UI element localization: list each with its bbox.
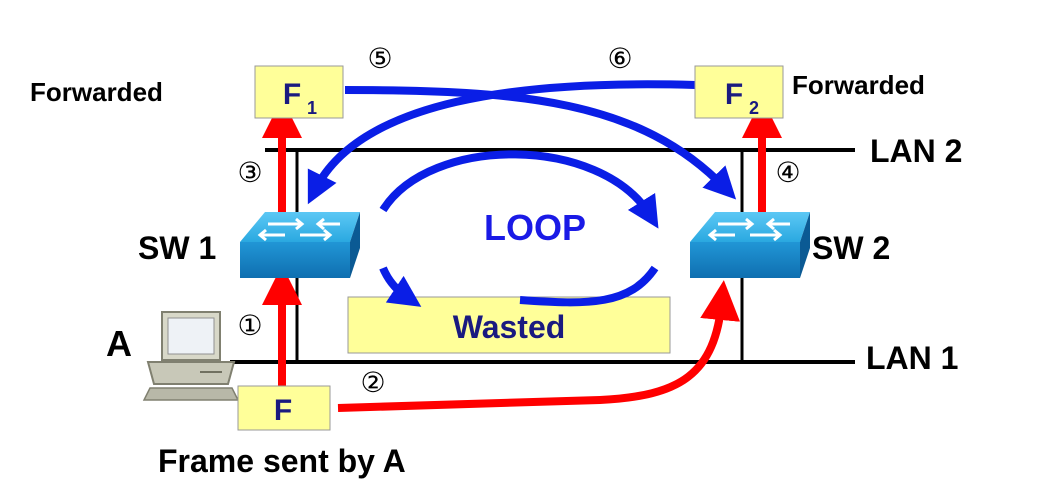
lan1-label: LAN 1 [866, 340, 958, 376]
step-3-marker: ③ [237, 156, 262, 189]
wasted-label: Wasted [453, 309, 566, 345]
frame-f2-label: F [725, 78, 743, 111]
loop-label: LOOP [484, 207, 586, 248]
sw2-label: SW 2 [812, 230, 890, 266]
blue-path-f2-to-sw1 [307, 80, 696, 205]
step-6-marker: ⑥ [607, 42, 632, 75]
step-5-marker: ⑤ [367, 42, 392, 75]
step-1-marker: ① [237, 309, 262, 342]
frame-f1-label: F [283, 78, 301, 111]
caption-label: Frame sent by A [158, 443, 406, 479]
switch-1-icon [240, 212, 360, 278]
loop-arc-left [379, 266, 422, 307]
red-path-step2 [337, 280, 741, 412]
frame-f1-box [254, 65, 344, 119]
sw1-label: SW 1 [138, 230, 216, 266]
frame-f1-subscript: 1 [307, 98, 317, 118]
step-4-marker: ④ [775, 156, 800, 189]
frame-f-box [237, 385, 331, 431]
computer-icon [142, 311, 240, 401]
host-a-label: A [106, 323, 132, 364]
frame-f2-subscript: 2 [749, 98, 759, 118]
step-2-marker: ② [360, 366, 385, 399]
switch-2-icon [690, 212, 810, 278]
lan2-label: LAN 2 [870, 133, 962, 169]
forwarded-right-label: Forwarded [792, 70, 925, 100]
loop-arc-right [519, 265, 659, 307]
frame-f2-box [694, 65, 784, 119]
forwarded-left-label: Forwarded [30, 77, 163, 107]
frame-f-label: F [274, 394, 292, 427]
blue-path-f1-to-sw2 [344, 86, 737, 200]
loop-arc-top [379, 150, 659, 229]
